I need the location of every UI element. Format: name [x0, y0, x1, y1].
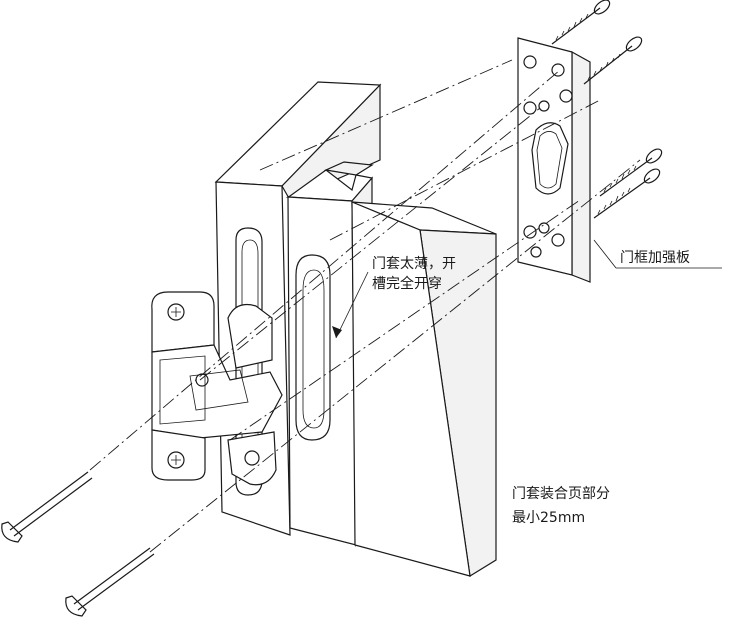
label-hinge-section-line1: 门套装合页部分: [512, 486, 610, 502]
frame-reinforcement-plate: [517, 37, 591, 283]
leader-arrow: [332, 326, 342, 338]
label-note-line2: 槽完全开穿: [372, 275, 442, 292]
alignment-lines: [89, 59, 641, 553]
label-note-line1: 门套太薄，开: [372, 256, 456, 272]
label-hinge-section-line2: 最小25mm: [512, 510, 585, 526]
leader-line-note: [335, 271, 369, 339]
leader-line-plate: [593, 239, 617, 269]
concealed-hinge-icon: [151, 291, 283, 486]
screw-icon: [551, 0, 663, 219]
label-frame-reinforcement-plate: 门框加强板: [620, 250, 690, 266]
door-leaf: [351, 201, 497, 577]
screw-icon: [1, 471, 155, 617]
